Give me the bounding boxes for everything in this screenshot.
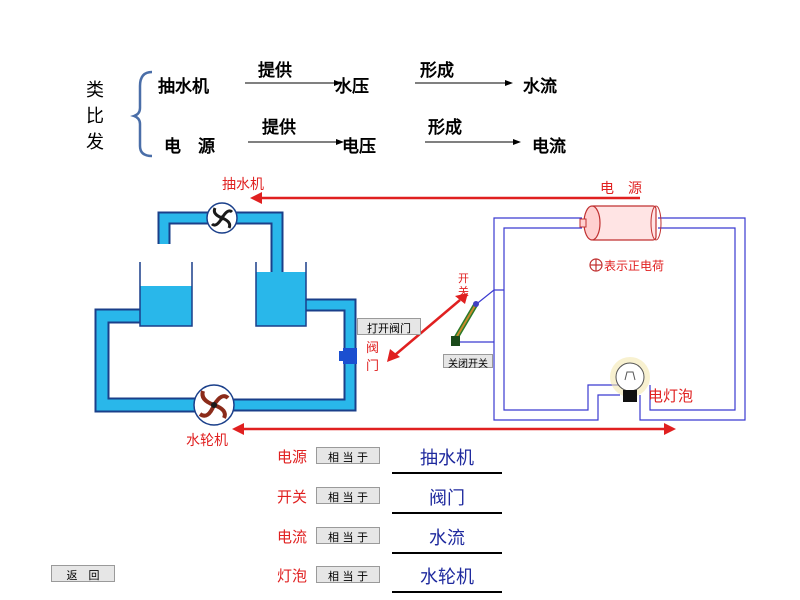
match-term: 灯泡 <box>277 567 308 585</box>
equivalent-button[interactable]: 相 当 于 <box>316 447 380 464</box>
bottom-red-arrow <box>232 423 676 435</box>
bulb-label: 电灯泡 <box>648 387 694 405</box>
row1-flow: 水流 <box>523 77 557 97</box>
water-wheel-label: 水轮机 <box>186 433 228 449</box>
equivalent-button[interactable]: 相 当 于 <box>316 527 380 544</box>
top-red-arrow <box>250 192 640 204</box>
equivalent-button[interactable]: 相 当 于 <box>316 566 380 583</box>
match-term: 电流 <box>277 528 308 546</box>
row2-voltage: 电压 <box>342 137 376 157</box>
match-answer: 水轮机 <box>392 563 502 593</box>
match-term: 开关 <box>277 488 308 506</box>
positive-charge-icon <box>589 258 603 272</box>
positive-charge-label: 表示正电荷 <box>604 259 665 273</box>
battery-icon <box>579 205 662 241</box>
match-answer: 水流 <box>392 524 502 554</box>
water-wheel-icon <box>193 384 235 426</box>
valve-switch-red-arrow <box>387 293 468 362</box>
analogy-title-char: 比 <box>86 106 104 127</box>
switch-icon <box>451 301 479 346</box>
close-switch-button[interactable]: 关闭开关 <box>443 354 493 370</box>
match-answer: 抽水机 <box>392 444 502 474</box>
row1-source: 抽水机 <box>158 77 209 97</box>
valve-icon <box>339 348 357 364</box>
row2-verb: 提供 <box>262 118 296 138</box>
right-tank <box>255 262 307 327</box>
analogy-title-char: 类 <box>86 80 104 101</box>
row1-pressure: 水压 <box>335 77 369 97</box>
equivalent-button[interactable]: 相 当 于 <box>316 487 380 504</box>
row1-verb2: 形成 <box>420 61 454 81</box>
valve-label: 阀 门 <box>366 341 380 374</box>
source-label: 电 源 <box>600 181 642 197</box>
back-button[interactable]: 返 回 <box>51 565 115 582</box>
row2-verb2: 形成 <box>428 118 462 138</box>
row2-source: 电 源 <box>164 137 215 157</box>
match-term: 电源 <box>277 448 308 466</box>
open-valve-button[interactable]: 打开阀门 <box>357 318 421 335</box>
row1-verb: 提供 <box>258 61 292 81</box>
switch-label: 开 关 <box>458 272 469 298</box>
light-bulb-icon <box>610 357 650 402</box>
row2-current: 电流 <box>532 137 566 157</box>
analogy-title: 类 比 发 <box>86 78 106 156</box>
pump-label: 抽水机 <box>222 177 264 193</box>
pump-icon <box>206 202 238 234</box>
match-answer: 阀门 <box>392 484 502 514</box>
left-tank <box>139 262 193 327</box>
analogy-title-char: 发 <box>86 132 104 153</box>
